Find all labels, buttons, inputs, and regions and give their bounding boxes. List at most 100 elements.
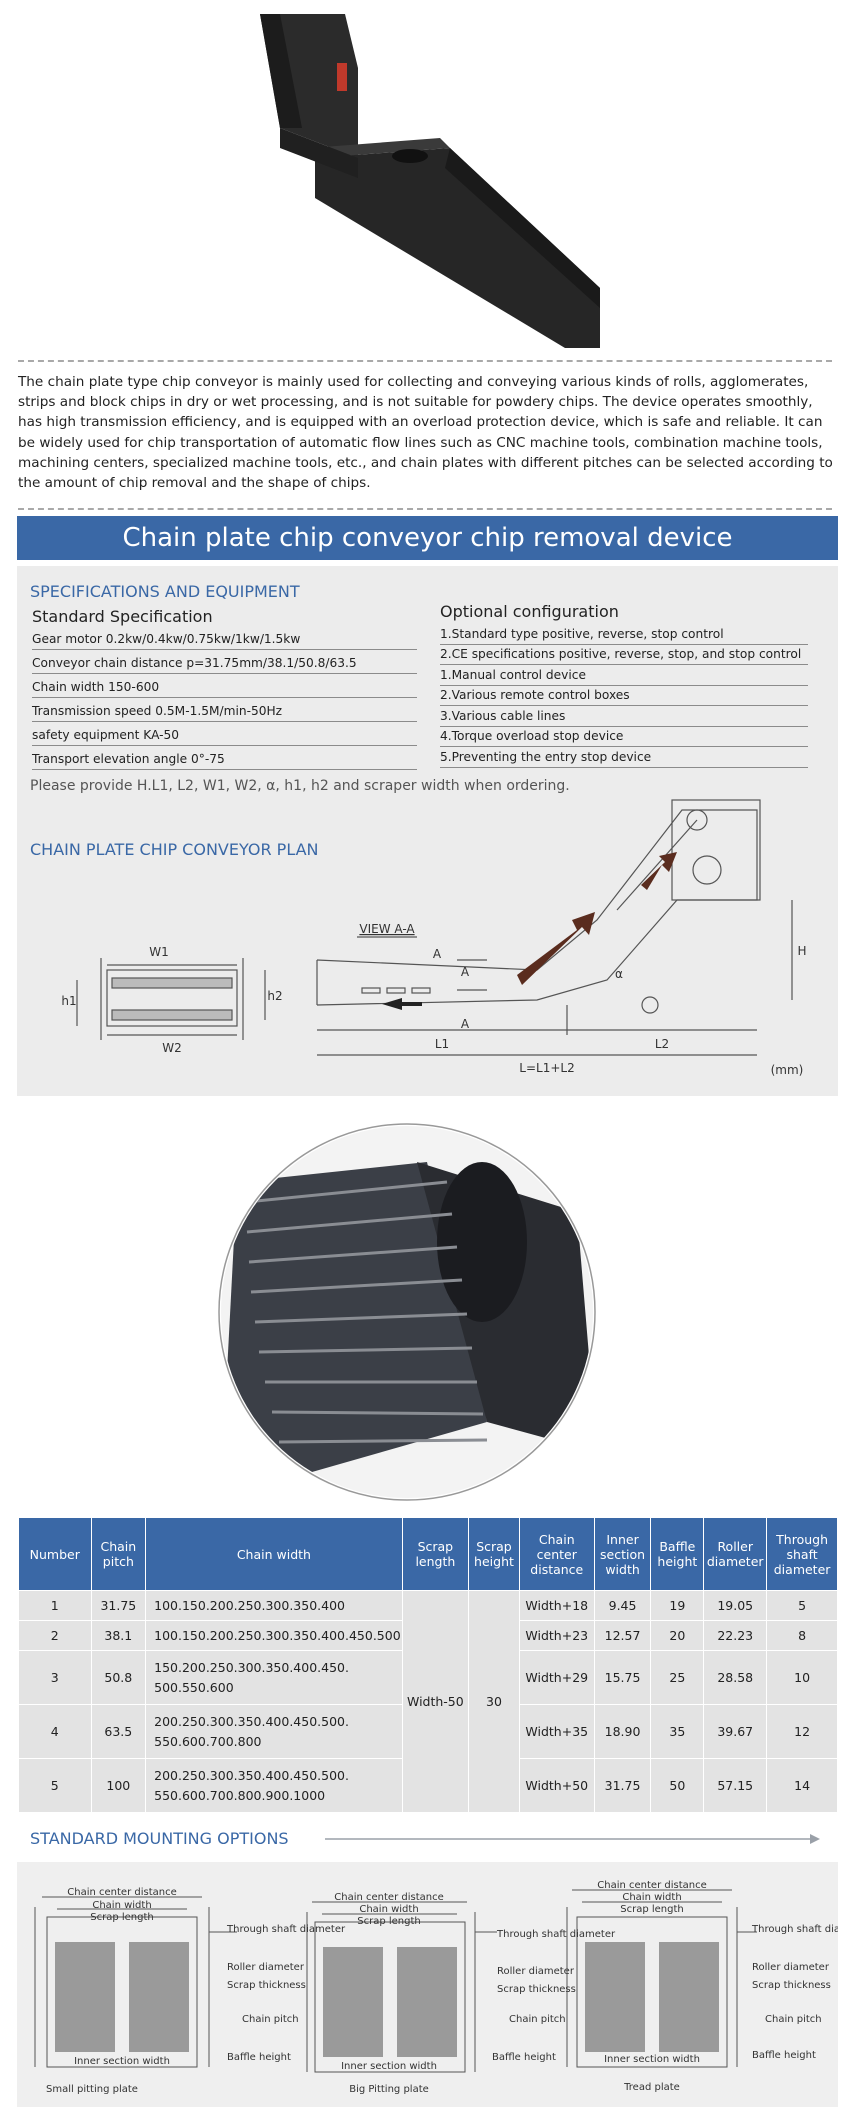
w1-label: W1 [149,945,169,959]
table-cell: 28.58 [703,1650,768,1705]
baffle-label: Baffle height [752,2050,816,2061]
caption-small-pitting: Small pitting plate [46,2084,138,2095]
table-cell: 8 [766,1620,838,1651]
title-banner: Chain plate chip conveyor chip removal d… [17,516,838,560]
table-cell: 12 [766,1704,838,1759]
standard-row: Chain width 150-600 [32,678,417,698]
table-cell: 50 [650,1758,705,1813]
roller-label: Roller diameter [497,1966,575,1977]
column-header: Chain pitch [90,1517,147,1591]
scrap-length-cell: Width-50 [401,1590,470,1813]
section-a-label: A [433,947,442,961]
table-cell: 15.75 [593,1650,652,1705]
specs-heading: SPECIFICATIONS AND EQUIPMENT [30,582,300,601]
table-cell: 3 [18,1650,92,1705]
shaft-label: Through shaft diameter [226,1924,346,1935]
table-row: 1 31.75 100.150.200.250.300.350.400 Widt… [18,1590,838,1813]
table-cell: 39.67 [703,1704,768,1759]
table-cell: 12.57 [593,1620,652,1651]
optional-row: 3.Various cable lines [440,707,808,727]
pitch-label: Chain pitch [765,2014,822,2025]
table-cell: 200.250.300.350.400.450.500. 550.600.700… [145,1704,403,1759]
chain-center-label: Chain center distance [597,1880,706,1891]
mounting-heading: STANDARD MOUNTING OPTIONS [30,1829,289,1848]
table-cell: 5 [766,1590,838,1621]
baffle-label: Baffle height [492,2052,556,2063]
intro-paragraph: The chain plate type chip conveyor is ma… [18,374,833,492]
section-a-label: A [461,965,470,979]
table-cell: 100.150.200.250.300.350.400.450.500 [145,1620,403,1651]
roller-label: Roller diameter [227,1962,305,1973]
roller-label: Roller diameter [752,1962,830,1973]
standard-row: safety equipment KA-50 [32,726,417,746]
h1-label: h1 [61,994,76,1008]
scrap-thickness-label: Scrap thickness [752,1980,831,1991]
table-row: 4 63.5 200.250.300.350.400.450.500. 550.… [18,1704,838,1759]
column-header: Chain width [145,1517,403,1591]
table-cell: 19.05 [703,1590,768,1621]
table-cell: 38.1 [90,1620,147,1651]
chain-width-label: Chain width [359,1904,418,1915]
l2-label: L2 [655,1037,669,1051]
table-cell: Width+29 [518,1650,595,1705]
optional-row: 2.CE specifications positive, reverse, s… [440,645,808,665]
caption-tread-plate: Tread plate [623,2082,680,2093]
w2-label: W2 [162,1041,182,1055]
pitch-label: Chain pitch [242,2014,299,2025]
table-cell: 5 [18,1758,92,1813]
optional-row: 1.Standard type positive, reverse, stop … [440,625,808,645]
section-a-label: A [461,1017,470,1031]
scrap-thickness-label: Scrap thickness [497,1984,576,1995]
table-cell: Width+35 [518,1704,595,1759]
table-cell: 150.200.250.300.350.400.450. 500.550.600 [145,1650,403,1705]
standard-row: Transport elevation angle 0°-75 [32,750,417,770]
column-header: Inner section width [593,1517,652,1591]
unit-label: (mm) [771,1063,804,1077]
optional-title: Optional configuration [440,602,619,621]
scrap-thickness-label: Scrap thickness [227,1980,306,1991]
view-label: VIEW A-A [359,922,415,936]
standard-title: Standard Specification [32,607,213,626]
scrap-length-label: Scrap length [357,1916,421,1927]
h2-label: h2 [267,989,282,1003]
pitch-label: Chain pitch [509,2014,566,2025]
table-cell: 22.23 [703,1620,768,1651]
optional-row: 5.Preventing the entry stop device [440,748,808,768]
alpha-label: α [615,967,623,981]
caption-big-pitting: Big Pitting plate [349,2084,429,2095]
table-cell: 1 [18,1590,92,1621]
optional-row: 2.Various remote control boxes [440,686,808,706]
column-header: Number [18,1517,92,1591]
scrap-height-cell: 30 [468,1590,520,1813]
parameter-table: Number Chain pitch Chain width Scrap len… [18,1517,838,1813]
table-cell: Width+50 [518,1758,595,1813]
table-row: 5 100 200.250.300.350.400.450.500. 550.6… [18,1758,838,1813]
scrap-length-label: Scrap length [90,1912,154,1923]
chain-width-label: Chain width [92,1900,151,1911]
table-cell: Width+23 [518,1620,595,1651]
inner-width-label: Inner section width [74,2056,170,2067]
plan-heading: CHAIN PLATE CHIP CONVEYOR PLAN [30,840,319,859]
baffle-label: Baffle height [227,2052,291,2063]
table-cell: 19 [650,1590,705,1621]
table-cell: 35 [650,1704,705,1759]
inner-width-label: Inner section width [604,2054,700,2065]
l-sum-label: L=L1+L2 [519,1061,574,1075]
table-cell: 9.45 [593,1590,652,1621]
column-header: Baffle height [650,1517,705,1591]
chain-center-label: Chain center distance [334,1892,443,1903]
table-cell: 31.75 [90,1590,147,1621]
shaft-label: Through shaft diameter [751,1924,838,1935]
table-cell: 100.150.200.250.300.350.400 [145,1590,403,1621]
table-cell: 25 [650,1650,705,1705]
table-cell: 50.8 [90,1650,147,1705]
inner-width-label: Inner section width [341,2061,437,2072]
table-cell: Width+18 [518,1590,595,1621]
table-cell: 31.75 [593,1758,652,1813]
table-cell: 2 [18,1620,92,1651]
optional-row: 1.Manual control device [440,666,808,686]
column-header: Scrap height [468,1517,520,1591]
column-header: Chain center distance [518,1517,595,1591]
scrap-length-label: Scrap length [620,1904,684,1915]
table-cell: 200.250.300.350.400.450.500. 550.600.700… [145,1758,403,1813]
